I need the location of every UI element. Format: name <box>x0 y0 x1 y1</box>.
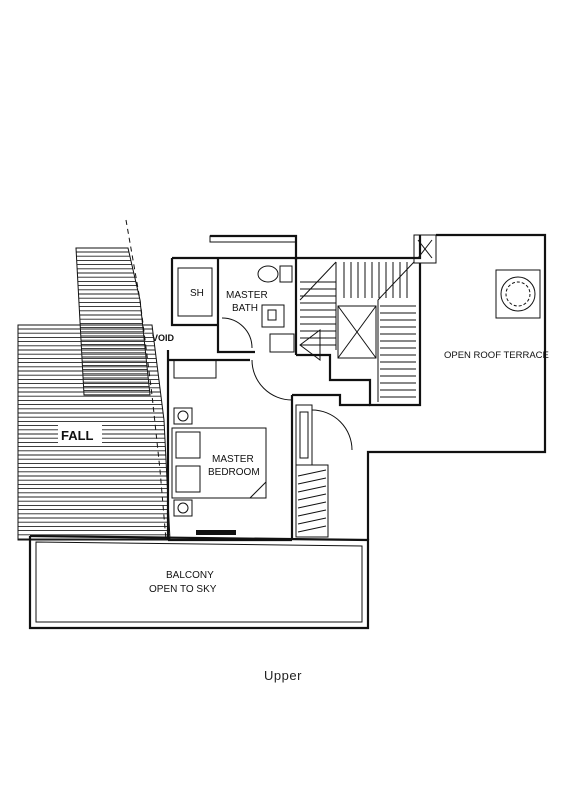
void-label: VOID <box>152 333 175 343</box>
bed-fold-icon <box>248 480 267 499</box>
duct-cross-2 <box>417 239 433 259</box>
wardrobe-door-swing-icon <box>311 409 353 451</box>
bath-door-swing-icon <box>221 317 253 349</box>
pillow-top-icon <box>175 431 201 459</box>
stair-winder <box>299 261 337 301</box>
master-bedroom-label-2: BEDROOM <box>208 467 260 478</box>
open-roof-terrace-label: OPEN ROOF TERRACE <box>444 350 549 361</box>
stair-winder <box>377 261 415 301</box>
lift-cross-2 <box>337 305 377 359</box>
balcony-outline-right <box>29 534 370 630</box>
wardrobe-hatch-line <box>297 501 327 509</box>
balcony-inner-line <box>35 541 363 623</box>
stair-lift-void <box>337 305 377 359</box>
terrace-outline <box>366 233 547 540</box>
vanity-icon <box>269 333 295 353</box>
lamp-bottom-icon <box>177 502 189 514</box>
wardrobe-lower <box>295 464 329 538</box>
floor-caption: Upper <box>264 668 302 683</box>
wardrobe-hatch-line <box>297 477 327 485</box>
wardrobe-hatch-line <box>297 469 327 477</box>
wardrobe-hatch-line <box>297 509 327 517</box>
shower-tray <box>177 267 213 317</box>
balcony-label-1: BALCONY <box>166 570 214 581</box>
master-bath-label-1: MASTER <box>226 290 268 301</box>
void-edge <box>125 219 167 541</box>
wardrobe-hatch-line <box>297 485 327 493</box>
shower-wall <box>170 258 218 327</box>
wardrobe-rail <box>299 411 309 459</box>
basin-icon <box>261 304 285 328</box>
stair-treads <box>299 261 416 402</box>
side-table-bottom-icon <box>173 499 193 517</box>
bath-parapet <box>209 235 297 243</box>
shower-label: SH <box>190 288 204 299</box>
bath-west-wall <box>216 258 255 354</box>
wardrobe-hatch-line <box>297 517 327 525</box>
bedroom-door-swing-icon <box>251 359 293 401</box>
wardrobe-upper <box>295 404 313 466</box>
stair-south-wall <box>296 263 422 407</box>
landing-wall <box>292 393 370 407</box>
stair-arrow-icon <box>299 329 321 361</box>
pillow-bottom-icon <box>175 465 201 493</box>
roof-hatch-upper <box>76 251 150 395</box>
toilet-icon <box>257 265 279 283</box>
balcony-outline-left <box>28 536 326 630</box>
cistern-icon <box>279 265 293 283</box>
roof-outline-upper <box>75 247 151 396</box>
water-tank-ring-icon <box>500 276 536 312</box>
fall-label-bg <box>58 425 102 445</box>
wardrobe-hatch-line <box>297 493 327 501</box>
wardrobe-hatch-line <box>297 525 327 533</box>
bed-icon <box>171 427 267 499</box>
master-bath-label-2: BATH <box>232 303 258 314</box>
balcony-label-2: OPEN TO SKY <box>149 584 217 595</box>
fall-label: FALL <box>61 428 94 443</box>
basin-bowl-icon <box>267 309 277 321</box>
bath-top-wall <box>210 234 298 260</box>
service-duct <box>413 234 437 264</box>
stair-north-wall <box>296 235 422 260</box>
side-table-top-icon <box>173 407 193 425</box>
water-tank-inner-icon <box>505 281 531 307</box>
lamp-top-icon <box>177 410 189 422</box>
wardrobe-hatch <box>297 469 327 533</box>
sliding-door-icon <box>196 530 236 535</box>
master-bedroom-label-1: MASTER <box>212 454 254 465</box>
desk-icon <box>173 359 217 379</box>
water-tank <box>495 269 541 319</box>
